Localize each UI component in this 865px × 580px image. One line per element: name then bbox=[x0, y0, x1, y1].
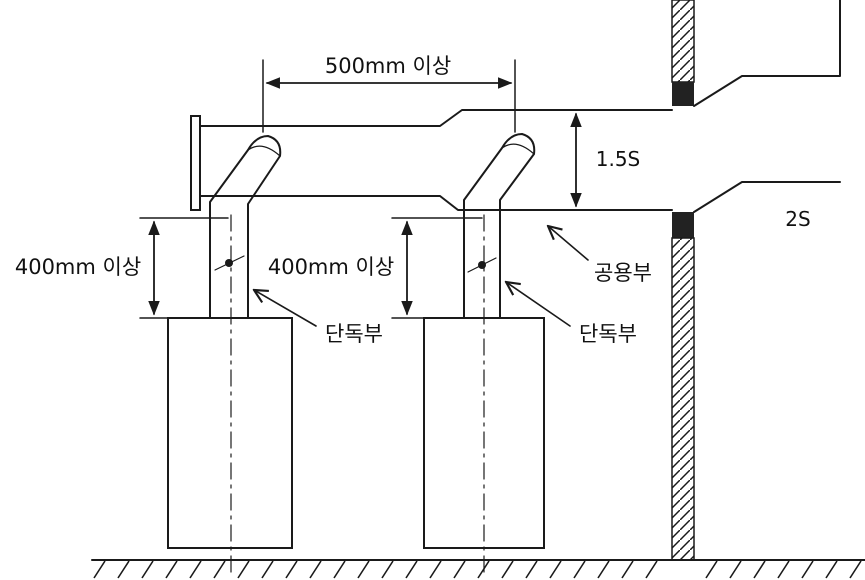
building-wall bbox=[671, 0, 695, 561]
middle-flue-pipe bbox=[463, 133, 536, 319]
left-height-label: 400mm 이상 bbox=[15, 255, 141, 279]
wall-seal-top bbox=[672, 82, 694, 106]
ground bbox=[91, 559, 865, 579]
left-individual-label: 단독부 bbox=[325, 322, 383, 346]
left-flue-pipe bbox=[209, 135, 282, 319]
spacing-dimension bbox=[262, 59, 516, 133]
spacing-min-label: 500mm 이상 bbox=[325, 54, 451, 78]
duct-narrow-label: 1.5S bbox=[596, 147, 641, 171]
left-height-dimension bbox=[139, 217, 229, 319]
wall-seal-bottom bbox=[672, 212, 694, 238]
duct-wide-label: 2S bbox=[785, 207, 810, 231]
middle-individual-leader bbox=[506, 282, 571, 327]
common-duct bbox=[190, 0, 841, 213]
middle-height-dimension bbox=[391, 217, 483, 319]
left-individual-leader bbox=[254, 290, 317, 327]
middle-height-label: 400mm 이상 bbox=[268, 255, 394, 279]
common-part-label: 공용부 bbox=[594, 261, 652, 285]
middle-individual-label: 단독부 bbox=[579, 322, 637, 346]
common-part-leader bbox=[548, 226, 589, 261]
duct-end-cap bbox=[190, 115, 201, 211]
left-boiler bbox=[167, 317, 293, 549]
